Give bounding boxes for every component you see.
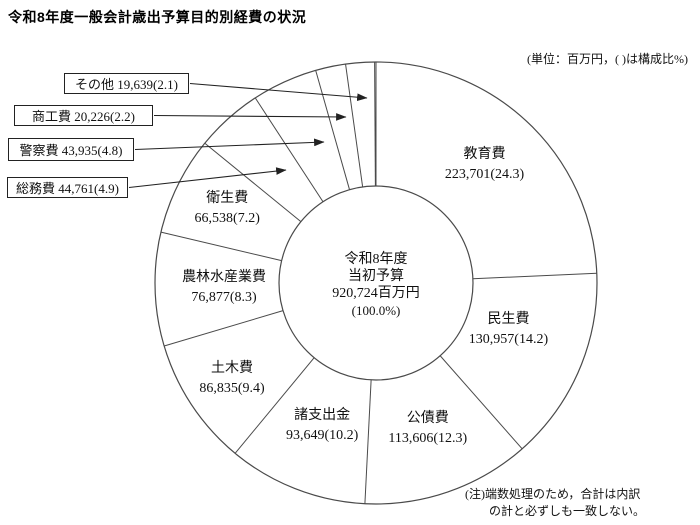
segment-label-教育費: 教育費 223,701(24.3) [445, 145, 524, 185]
donut-center-label: 令和8年度 当初予算 920,724百万円 (100.0%) [332, 251, 420, 319]
callout-arrow-警察費 [134, 138, 325, 151]
segment-boundary-2 [439, 355, 523, 450]
segment-label-農林水産業費: 農林水産業費 76,877(8.3) [182, 268, 266, 308]
segment-value: 130,957(14.2) [468, 332, 549, 348]
segment-name: 土木費 [211, 360, 254, 376]
center-line-budget-name: 当初予算 [348, 269, 404, 284]
callout-arrow-総務費 [128, 167, 287, 189]
segment-boundary-10 [345, 64, 364, 187]
segment-name: 衛生費 [206, 191, 249, 207]
segment-name: 教育費 [463, 146, 506, 162]
center-line-fiscal-year: 令和8年度 [344, 252, 408, 267]
segment-value: 76,877(8.3) [191, 290, 257, 306]
segment-boundary-8 [254, 97, 324, 203]
page-title: 令和8年度一般会計歳出予算目的別経費の状況 [8, 9, 307, 25]
segment-label-土木費: 土木費 86,835(9.4) [199, 359, 264, 399]
segment-name: 公債費 [406, 411, 449, 427]
segment-value: 223,701(24.3) [444, 166, 525, 182]
footnote-line-2: の計と必ずしも一致しない。 [489, 504, 646, 518]
segment-value: 113,606(12.3) [388, 431, 468, 447]
donut-ring-group [154, 61, 598, 505]
segment-name: 農林水産業費 [182, 270, 267, 286]
segment-boundary-4 [234, 357, 315, 454]
unit-note: (単位：百万円，( )は構成比%) [527, 52, 688, 66]
segment-label-民生費: 民生費 130,957(14.2) [469, 310, 548, 350]
callout-box-商工費: 商工費 20,226(2.2) [14, 105, 153, 126]
segment-value: 66,538(7.2) [194, 211, 260, 227]
segment-boundary-9 [315, 70, 351, 190]
callout-arrow-group [128, 82, 368, 189]
segment-boundary-5 [164, 310, 284, 347]
callout-box-総務費: 総務費 44,761(4.9) [7, 177, 128, 198]
center-line-total-amount: 920,724百万円 [332, 286, 420, 301]
segment-boundary-7 [204, 142, 302, 223]
segment-name: 民生費 [487, 312, 530, 328]
segment-boundary-1 [472, 272, 597, 280]
center-line-total-pct: (100.0%) [351, 303, 401, 318]
callout-arrow-商工費 [153, 113, 347, 121]
segment-value: 86,835(9.4) [199, 380, 265, 396]
callout-box-警察費: 警察費 43,935(4.8) [8, 138, 134, 161]
segment-value: 93,649(10.2) [285, 428, 359, 444]
callout-arrow-その他 [189, 82, 368, 102]
segment-label-衛生費: 衛生費 66,538(7.2) [195, 189, 260, 229]
segment-label-諸支出金: 諸支出金 93,649(10.2) [286, 406, 358, 446]
callout-box-その他: その他 19,639(2.1) [64, 73, 189, 94]
footnote-line-1: (注)端数処理のため，合計は内訳 [465, 487, 641, 501]
segment-name: 諸支出金 [294, 408, 351, 424]
footnote: (注)端数処理のため，合計は内訳 の計と必ずしも一致しない。 [465, 486, 645, 520]
segment-boundary-6 [160, 231, 282, 262]
segment-label-公債費: 公債費 113,606(12.3) [388, 409, 467, 449]
segment-boundary-11 [374, 62, 376, 187]
segment-boundary-3 [364, 379, 372, 504]
